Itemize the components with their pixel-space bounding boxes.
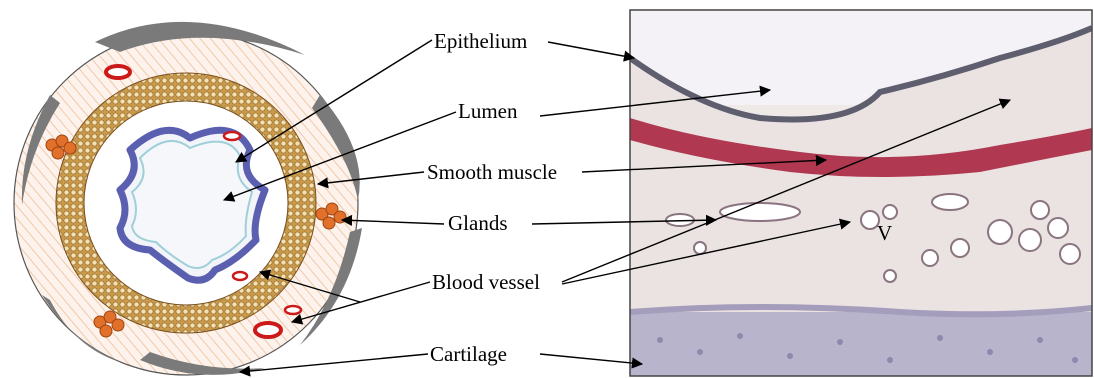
blood-vessel-icon xyxy=(106,66,130,78)
label-epithelium: Epithelium xyxy=(434,29,527,53)
blood-vessel-icon xyxy=(224,132,240,140)
micrograph-cartilage xyxy=(630,312,1092,378)
label-smooth-muscle: Smooth muscle xyxy=(427,160,557,184)
blood-vessel-icon xyxy=(255,323,281,337)
blood-vessel-icon xyxy=(285,306,301,314)
blood-vessel-icon xyxy=(233,272,247,280)
label-lumen: Lumen xyxy=(458,99,518,123)
label-cartilage: Cartilage xyxy=(430,342,507,366)
schematic-cross-section xyxy=(14,22,362,375)
micrograph-vessel-marker: V xyxy=(877,221,892,245)
label-glands: Glands xyxy=(448,211,508,235)
histology-micrograph: V xyxy=(630,10,1092,378)
arrow-epithelium-photo xyxy=(548,42,634,58)
label-blood-vessel: Blood vessel xyxy=(432,270,540,294)
arrow-cartilage-schematic xyxy=(240,354,428,372)
arrow-cartilage-photo xyxy=(540,354,642,364)
